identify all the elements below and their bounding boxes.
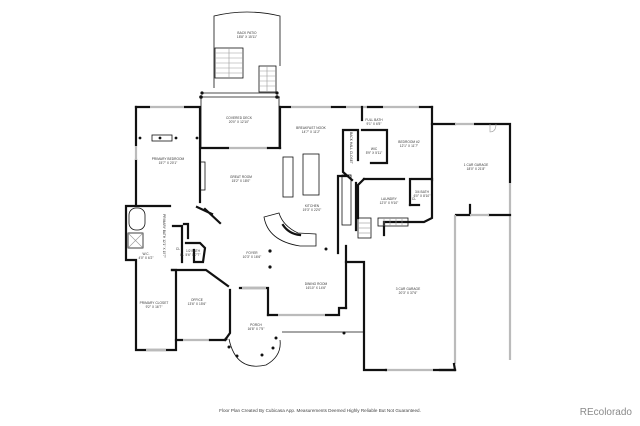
room-label-back-hall-closet: BACK HALL CLOSET xyxy=(348,132,353,164)
disclaimer-text: Floor Plan Created By Cubicasa App. Meas… xyxy=(219,408,421,413)
kitchen-fixtures xyxy=(263,153,352,247)
closet-label: CL xyxy=(175,247,181,252)
garage-doors xyxy=(489,123,497,133)
brand-watermark: REcolorado xyxy=(579,407,632,418)
room-label-primary-bath: PRIMARY BATH 12'1" X 15'7" xyxy=(161,214,166,258)
closet-label: CL xyxy=(179,253,185,258)
room-label-wc: W.C.4'0" X 6'2" xyxy=(138,252,154,260)
house-walls xyxy=(124,105,512,372)
back-patio-outline xyxy=(200,11,281,95)
closet-label: CL xyxy=(411,197,417,202)
